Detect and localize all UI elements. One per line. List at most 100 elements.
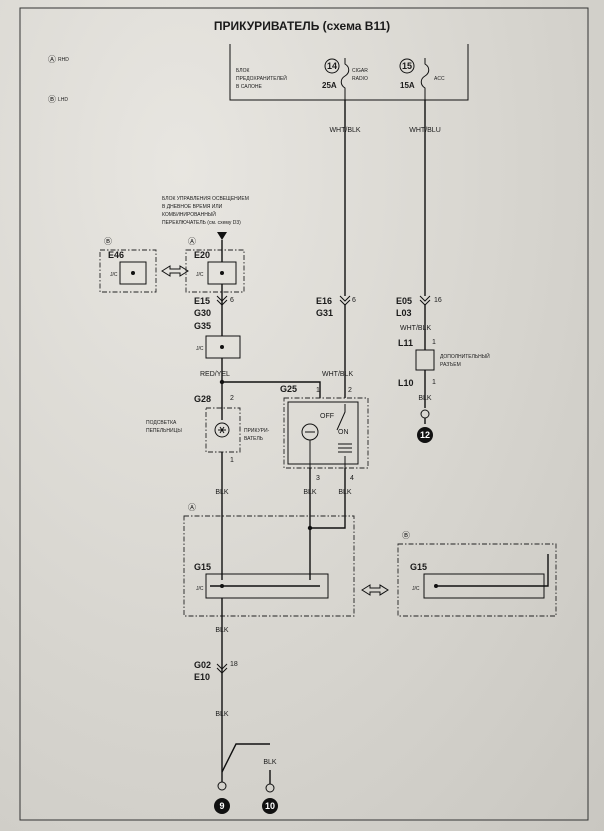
- connector-g35: G35: [194, 321, 211, 331]
- connector-g28-pin-2: 2: [230, 395, 234, 402]
- connector-l03: L03: [396, 308, 412, 318]
- daytime-unit-label-3: КОМБИНИРОВАННЫЙ: [162, 210, 216, 218]
- ground-10-number: 10: [265, 801, 275, 811]
- connector-l11-pin: 1: [432, 339, 436, 346]
- jc-g15b-bus: [436, 554, 549, 587]
- lighter-label-1: ПРИКУРИ-: [244, 428, 270, 434]
- connector-g02: G02: [194, 660, 211, 670]
- fuse-box-label-3: В САЛОНЕ: [236, 84, 262, 90]
- wire-label-wht-blu: WHT/BLU: [409, 127, 441, 134]
- jc-g35-box: [205, 335, 241, 359]
- ashtray-light-label-1: ПОДСВЕТКА: [146, 420, 177, 426]
- wire-label-blk-5: BLK: [215, 627, 229, 634]
- connector-e05: E05: [396, 296, 412, 306]
- lighter-on-label: ON: [338, 429, 349, 436]
- ground-10-terminal: [265, 783, 275, 793]
- legend-rhd-label: RHD: [58, 57, 69, 63]
- ground-12-number: 12: [420, 430, 430, 440]
- connector-g30: G30: [194, 308, 211, 318]
- connector-g02-symbol: [216, 663, 228, 674]
- extra-connector-box: [415, 349, 435, 371]
- wire-label-blk-6: BLK: [215, 711, 229, 718]
- lighter-switch-contact: [336, 404, 346, 431]
- wire-label-blk-7: BLK: [263, 759, 277, 766]
- fuse-14-name-2: RADIO: [352, 76, 368, 82]
- lighter-off-label: OFF: [320, 413, 334, 420]
- lighter-body: [287, 401, 359, 465]
- wire-branch-ground: [221, 743, 270, 773]
- fuse-14-amp: 25A: [322, 81, 337, 90]
- fuse-14-symbol: [340, 58, 350, 100]
- lighter-label-2: ВАТЕЛЬ: [244, 436, 264, 442]
- connector-g02-pin: 18: [230, 661, 238, 668]
- ground-10-icon: [262, 798, 278, 814]
- ashtray-light-box: [205, 407, 241, 453]
- jc-e20-label: J/C: [196, 272, 204, 278]
- fuse-15-amp: 15A: [400, 81, 415, 90]
- connector-e05-symbol: [419, 295, 431, 306]
- variant-b-box-top: [99, 249, 157, 293]
- connector-e10: E10: [194, 672, 210, 682]
- ashtray-light-filament: [218, 426, 226, 434]
- jc-e20-node: [220, 271, 224, 275]
- legend-rhd-mark: Ⓐ: [48, 55, 56, 64]
- variant-mark-b1: Ⓑ: [104, 237, 112, 246]
- ground-12-terminal: [420, 409, 430, 419]
- ground-9-icon: [214, 798, 230, 814]
- extra-connector-label-2: РАЗЪЕМ: [440, 362, 461, 368]
- jc-e46-node: [131, 271, 135, 275]
- connector-l11: L11: [398, 338, 413, 348]
- wire-label-wht-blk: WHT/BLK: [329, 127, 360, 134]
- connector-l10-pin: 1: [432, 379, 436, 386]
- jc-g15a-label: J/C: [196, 586, 204, 592]
- connector-g31: G31: [316, 308, 333, 318]
- connector-g25: G25: [280, 384, 297, 394]
- jc-g35-node: [220, 345, 224, 349]
- fuse-15-symbol: [420, 58, 430, 100]
- ashtray-light-label-2: ПЕПЕЛЬНИЦЫ: [146, 428, 182, 434]
- variant-mark-b2: Ⓑ: [402, 531, 410, 540]
- connector-e15: E15: [194, 296, 210, 306]
- legend-lhd-label: LHD: [58, 97, 68, 103]
- connector-e46: E46: [108, 250, 124, 260]
- daytime-unit-label-1: БЛОК УПРАВЛЕНИЯ ОСВЕЩЕНИЕМ: [162, 196, 249, 202]
- double-arrow-icon: [161, 265, 189, 277]
- connector-e16-pin: 6: [352, 297, 356, 304]
- connector-g28: G28: [194, 394, 211, 404]
- jc-e46-label: J/C: [110, 272, 118, 278]
- connector-g28-pin-1: 1: [230, 457, 234, 464]
- fuse-box-label-2: ПРЕДОХРАНИТЕЛЕЙ: [236, 74, 287, 82]
- page-border: [19, 7, 589, 821]
- fuse-box-label-1: БЛОК: [236, 68, 249, 74]
- jc-g15a-node: [220, 584, 224, 588]
- daytime-unit-label-2: В ДНЕВНОЕ ВРЕМЯ ИЛИ: [162, 204, 223, 210]
- wire-label-blk-2: BLK: [215, 489, 229, 496]
- fuse-14-number: 14: [327, 61, 337, 71]
- legend-lhd-mark: Ⓑ: [48, 95, 56, 104]
- variant-a-box-top: [185, 249, 245, 293]
- wire-red-yel-to-g25: [222, 381, 321, 398]
- connector-g25-pin-1: 1: [316, 387, 320, 394]
- wire-g25-pin4: [310, 468, 346, 529]
- connector-g15b: G15: [410, 562, 427, 572]
- connector-g25-pin-4: 4: [350, 475, 354, 482]
- connector-e16: E16: [316, 296, 332, 306]
- fuse-15-number-circle: [399, 58, 415, 74]
- wire-label-red-yel: RED/YEL: [200, 371, 230, 378]
- ground-9-number: 9: [219, 801, 224, 811]
- wire-label-blk-1: BLK: [418, 395, 432, 402]
- extra-connector-label-1: ДОПОЛНИТЕЛЬНЫЙ: [440, 352, 490, 360]
- splice-node-blk: [307, 525, 313, 531]
- connector-e15-pin: 6: [230, 297, 234, 304]
- connector-g25-pin-2: 2: [348, 387, 352, 394]
- jc-e46-box: [119, 261, 147, 285]
- jc-g15b-label: J/C: [412, 586, 420, 592]
- jc-g15a-box: [205, 573, 329, 599]
- fuse-14-name-1: CIGAR: [352, 68, 368, 74]
- connector-e20: E20: [194, 250, 210, 260]
- connector-g15a: G15: [194, 562, 211, 572]
- page-title: ПРИКУРИВАТЕЛЬ (схема B11): [214, 19, 390, 33]
- arrow-down-icon: [217, 232, 227, 240]
